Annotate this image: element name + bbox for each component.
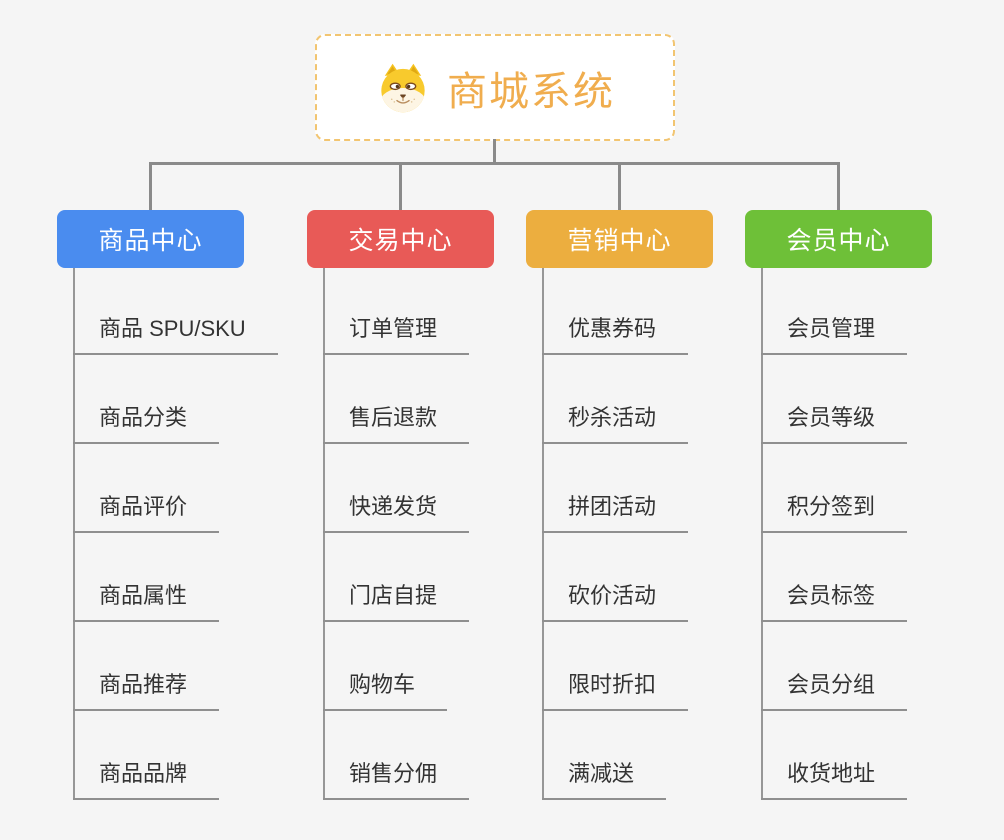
connector-bus [149,162,839,165]
connector-drop-4 [837,162,840,210]
leaf-node[interactable]: 会员管理 [761,315,908,355]
leaf-node[interactable]: 快递发货 [323,493,470,533]
leaf-node[interactable]: 积分签到 [761,493,908,533]
branch-node-marketing-center[interactable]: 营销中心 [526,210,713,268]
leaf-node[interactable]: 收货地址 [761,760,908,800]
leaf-node[interactable]: 购物车 [323,671,448,711]
connector-branch-line [73,268,75,800]
leaf-node[interactable]: 商品 SPU/SKU [73,315,278,355]
branch-column-product: 商品中心 商品 SPU/SKU 商品分类 商品评价 商品属性 商品推荐 商品品牌 [57,210,278,800]
branch-node-product-center[interactable]: 商品中心 [57,210,244,268]
dog-face-icon [381,63,425,112]
leaf-node[interactable]: 订单管理 [323,315,470,355]
connector-drop-3 [618,162,621,210]
branch-node-member-center[interactable]: 会员中心 [745,210,932,268]
leaf-node[interactable]: 售后退款 [323,404,470,444]
leaf-node[interactable]: 商品推荐 [73,671,220,711]
branch-column-member: 会员中心 会员管理 会员等级 积分签到 会员标签 会员分组 收货地址 [745,210,932,800]
root-node-mall-system[interactable]: 商城系统 [315,34,675,141]
leaf-node[interactable]: 限时折扣 [542,671,689,711]
leaf-node[interactable]: 商品分类 [73,404,220,444]
connector-branch-line [542,268,544,800]
leaf-node[interactable]: 满减送 [542,760,667,800]
leaf-node[interactable]: 会员标签 [761,582,908,622]
branch-column-marketing: 营销中心 优惠券码 秒杀活动 拼团活动 砍价活动 限时折扣 满减送 [526,210,713,800]
leaf-node[interactable]: 商品评价 [73,493,220,533]
connector-drop-2 [399,162,402,210]
leaf-node[interactable]: 门店自提 [323,582,470,622]
leaf-node[interactable]: 销售分佣 [323,760,470,800]
leaf-node[interactable]: 商品属性 [73,582,220,622]
branch-column-trade: 交易中心 订单管理 售后退款 快递发货 门店自提 购物车 销售分佣 [307,210,494,800]
leaf-node[interactable]: 砍价活动 [542,582,689,622]
leaf-node[interactable]: 会员等级 [761,404,908,444]
leaf-node[interactable]: 商品品牌 [73,760,220,800]
leaf-node[interactable]: 秒杀活动 [542,404,689,444]
connector-branch-line [761,268,763,800]
branch-node-trade-center[interactable]: 交易中心 [307,210,494,268]
root-title: 商城系统 [447,69,615,114]
connector-branch-line [323,268,325,800]
leaf-node[interactable]: 会员分组 [761,671,908,711]
connector-root-stem [493,139,496,164]
connector-drop-1 [149,162,152,210]
leaf-node[interactable]: 优惠券码 [542,315,689,355]
leaf-node[interactable]: 拼团活动 [542,493,689,533]
